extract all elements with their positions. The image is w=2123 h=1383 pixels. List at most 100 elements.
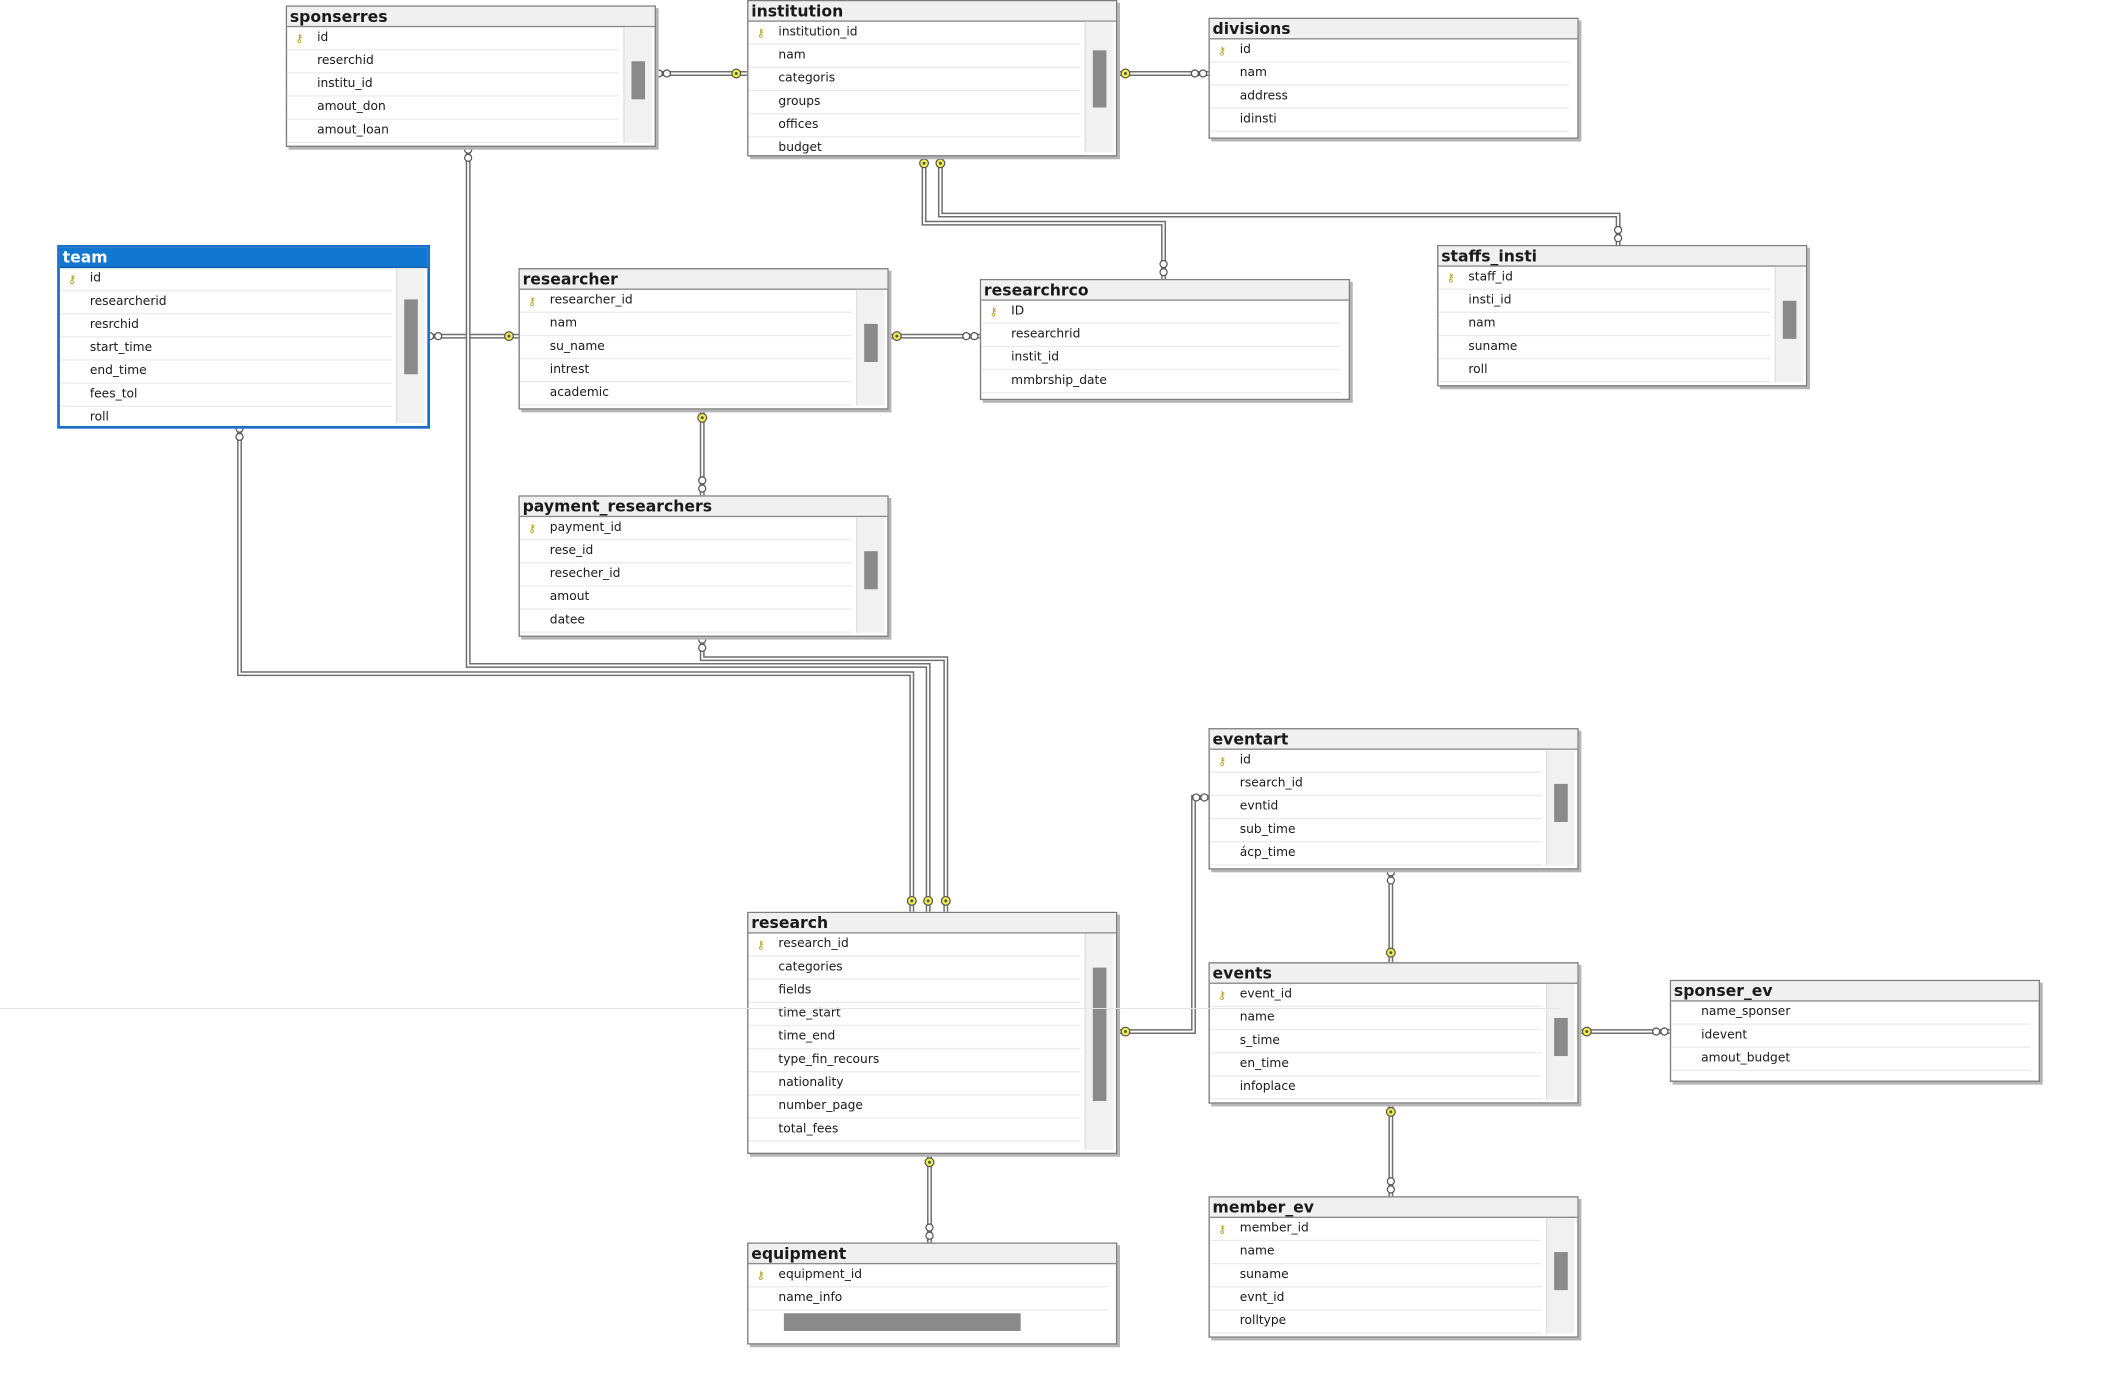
column-row[interactable]: time_end	[748, 1026, 1081, 1050]
column-row[interactable]: ⚷id	[1209, 750, 1542, 773]
column-row[interactable]: number_page	[748, 1096, 1081, 1119]
relationship-institution-staffs-insti[interactable]	[937, 153, 1621, 245]
column-row[interactable]: en_time	[1209, 1053, 1542, 1077]
vertical-scrollbar[interactable]	[1084, 21, 1114, 153]
column-row[interactable]: academic	[519, 382, 852, 406]
column-row[interactable]: fields	[748, 980, 1081, 1003]
column-row[interactable]: ⚷ID	[981, 301, 1341, 324]
column-row[interactable]: budget	[748, 137, 1080, 156]
column-row[interactable]: offices	[748, 114, 1081, 138]
column-row[interactable]: start_time	[59, 338, 392, 361]
vertical-scrollbar[interactable]	[1545, 1218, 1575, 1334]
scrollbar-thumb[interactable]	[1092, 50, 1107, 108]
column-row[interactable]: resrchid	[59, 314, 392, 338]
scrollbar-thumb[interactable]	[1092, 967, 1107, 1101]
table-title[interactable]: researchrco	[981, 280, 1349, 301]
table-title[interactable]: member_ev	[1209, 1197, 1578, 1219]
column-row[interactable]: institu_id	[287, 73, 620, 97]
column-row[interactable]: ⚷researcher_id	[519, 290, 852, 314]
table-title[interactable]: researcher	[519, 269, 888, 290]
scrollbar-thumb[interactable]	[864, 323, 878, 362]
column-row[interactable]: name	[1209, 1007, 1542, 1031]
vertical-scrollbar[interactable]	[623, 27, 652, 143]
column-row[interactable]: suname	[1438, 336, 1771, 360]
column-row[interactable]: ⚷id	[1209, 39, 1570, 63]
column-row[interactable]: roll	[1438, 359, 1771, 383]
column-row[interactable]: resecher_id	[519, 563, 852, 587]
column-row[interactable]: nam	[1209, 63, 1570, 86]
vertical-scrollbar[interactable]	[856, 517, 885, 633]
scrollbar-thumb[interactable]	[631, 61, 646, 100]
column-row[interactable]: amout_don	[287, 97, 620, 120]
table-title[interactable]: sponserres	[287, 6, 655, 28]
column-row[interactable]: ⚷payment_id	[519, 517, 852, 541]
column-row[interactable]: rese_id	[519, 540, 852, 564]
scrollbar-thumb[interactable]	[1554, 1252, 1568, 1291]
column-row[interactable]: evntid	[1209, 796, 1542, 820]
column-row[interactable]: idinsti	[1209, 109, 1570, 133]
column-row[interactable]: idevent	[1671, 1025, 2031, 1048]
column-row[interactable]: evnt_id	[1209, 1287, 1542, 1311]
scrollbar-thumb[interactable]	[864, 551, 878, 590]
column-row[interactable]: amout	[519, 587, 852, 610]
column-row[interactable]: reserchid	[287, 50, 620, 74]
column-row[interactable]: infoplace	[1209, 1076, 1542, 1100]
table-title[interactable]: payment_researchers	[519, 496, 888, 518]
column-row[interactable]: ⚷institution_id	[748, 22, 1081, 45]
scrollbar-thumb[interactable]	[1782, 300, 1797, 339]
table-title[interactable]: events	[1209, 963, 1578, 984]
column-row[interactable]: rsearch_id	[1209, 773, 1542, 797]
vertical-scrollbar[interactable]	[396, 268, 425, 424]
column-row[interactable]: ácp_time	[1209, 842, 1542, 866]
horizontal-scrollbar-thumb[interactable]	[783, 1313, 1021, 1331]
column-row[interactable]: time_start	[748, 1003, 1081, 1027]
column-row[interactable]: ⚷equipment_id	[748, 1264, 1108, 1288]
relationship-institution-researchrco[interactable]	[921, 153, 1167, 279]
relationship-sponserres-research[interactable]	[465, 144, 931, 912]
column-row[interactable]: rolltype	[1209, 1311, 1542, 1334]
column-row[interactable]: ⚷id	[287, 27, 620, 51]
table-title[interactable]: equipment	[748, 1243, 1116, 1265]
column-row[interactable]: categories	[748, 957, 1081, 980]
vertical-scrollbar[interactable]	[1545, 749, 1575, 866]
scrollbar-thumb[interactable]	[1554, 783, 1568, 822]
column-row[interactable]: amout_loan	[287, 120, 620, 143]
column-row[interactable]: nationality	[748, 1072, 1081, 1096]
column-row[interactable]: end_time	[59, 361, 392, 384]
column-row[interactable]: ⚷id	[59, 268, 392, 292]
column-row[interactable]: name	[1209, 1241, 1542, 1265]
column-row[interactable]: insti_id	[1438, 290, 1771, 314]
vertical-scrollbar[interactable]	[1774, 266, 1804, 383]
column-row[interactable]: ⚷research_id	[748, 934, 1081, 957]
scrollbar-thumb[interactable]	[404, 299, 418, 375]
column-row[interactable]: nam	[519, 313, 852, 337]
column-row[interactable]: total_fees	[748, 1119, 1081, 1142]
column-row[interactable]: intrest	[519, 359, 852, 383]
column-row[interactable]: researcherid	[59, 291, 392, 315]
column-row[interactable]: s_time	[1209, 1030, 1542, 1054]
table-title[interactable]: sponser_ev	[1671, 981, 2039, 1002]
column-row[interactable]: researchrid	[981, 324, 1341, 348]
column-row[interactable]: suname	[1209, 1264, 1542, 1288]
vertical-scrollbar[interactable]	[1545, 983, 1575, 1100]
vertical-scrollbar[interactable]	[1084, 933, 1114, 1150]
column-row[interactable]: type_fin_recours	[748, 1049, 1081, 1073]
column-row[interactable]: instit_id	[981, 347, 1341, 371]
column-row[interactable]: name_sponser	[1671, 1002, 2031, 1025]
table-title[interactable]: staffs_insti	[1438, 246, 1806, 267]
relationship-team-research[interactable]	[237, 423, 915, 912]
column-row[interactable]: sub_time	[1209, 819, 1542, 843]
column-row[interactable]: su_name	[519, 336, 852, 360]
column-row[interactable]: nam	[748, 45, 1081, 69]
